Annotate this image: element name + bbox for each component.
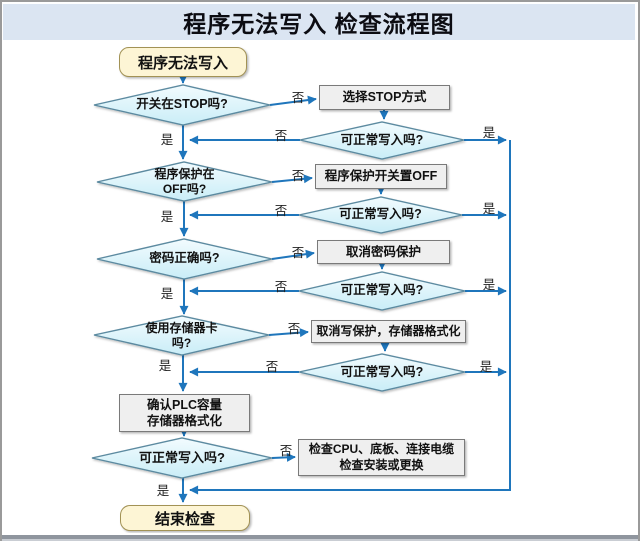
decision-memory-card-shape: [93, 315, 270, 356]
title-bar: 程序无法写入 检查流程图: [3, 4, 635, 40]
start-node: 程序无法写入: [119, 47, 247, 77]
edge-no-to-protectoff: [271, 174, 313, 184]
decision-can-write-4-shape: [298, 353, 466, 392]
end-node: 结束检查: [120, 505, 250, 531]
connector-group: [178, 74, 511, 503]
decision-protect-off-shape: [96, 161, 273, 202]
edge-no-to-stopmode: [269, 95, 317, 106]
decision-shapes: [91, 84, 466, 479]
decision-can-write-1-shape: [299, 121, 465, 160]
edge-no-to-checkcpu: [271, 452, 296, 462]
bottom-border: [2, 533, 638, 541]
process-select-stop-mode: 选择STOP方式: [319, 85, 450, 110]
decision-can-write-2-shape: [298, 196, 463, 234]
page-title: 程序无法写入 检查流程图: [183, 11, 455, 37]
process-cancel-write-protect-format: 取消写保护，存储器格式化: [311, 320, 466, 343]
decision-password-shape: [96, 238, 273, 280]
process-cancel-password-protect: 取消密码保护: [317, 240, 450, 264]
edge-right-rail-to-end: [189, 140, 511, 495]
process-protect-switch-off: 程序保护开关置OFF: [315, 164, 447, 189]
process-confirm-plc-capacity-format: 确认PLC容量 存储器格式化: [119, 394, 250, 432]
decision-can-write-3-shape: [298, 271, 466, 311]
edge-no-to-cancelpwd: [271, 249, 315, 260]
decision-can-write-final-shape: [91, 437, 273, 479]
edge-no-to-format: [268, 328, 309, 338]
decision-switch-stop-shape: [93, 84, 271, 126]
process-check-cpu-base-cable: 检查CPU、底板、连接电缆 检查安装或更换: [298, 439, 465, 476]
